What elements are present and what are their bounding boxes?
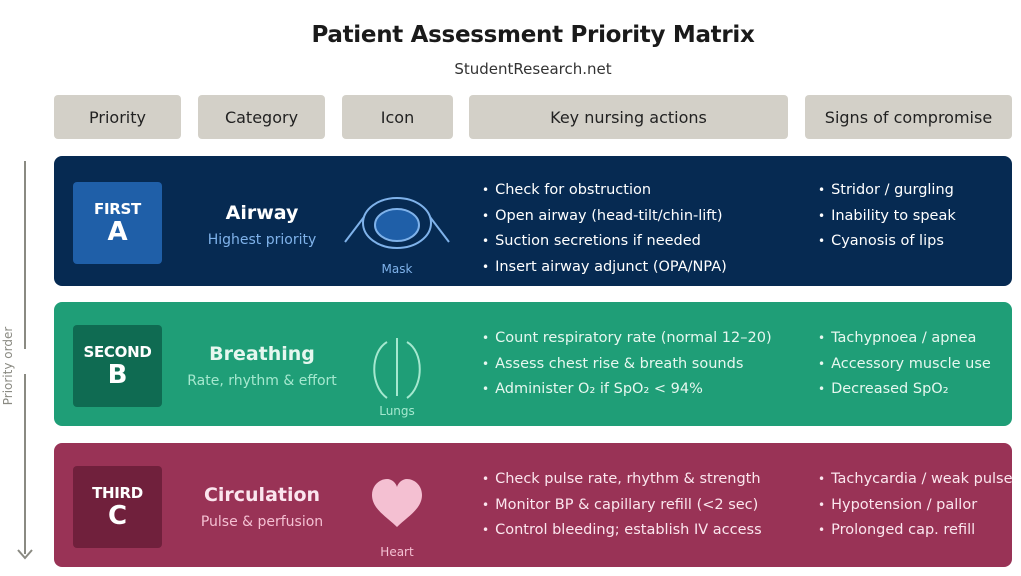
- arrow-down-icon: [17, 549, 33, 560]
- signs-list: Tachypnoea / apnea Accessory muscle use …: [818, 326, 991, 403]
- mask-icon: [344, 197, 450, 249]
- category-name: Airway: [225, 202, 299, 224]
- column-header-priority: Priority: [54, 95, 181, 139]
- priority-badge: THIRD C: [73, 466, 162, 548]
- action-item: Check for obstruction: [482, 178, 727, 204]
- icon-cell: Mask: [342, 192, 452, 282]
- category-description: Highest priority: [207, 232, 317, 248]
- sign-item: Stridor / gurgling: [818, 178, 956, 204]
- actions-list: Count respiratory rate (normal 12–20) As…: [482, 326, 772, 403]
- action-item: Administer O₂ if SpO₂ < 94%: [482, 377, 772, 403]
- priority-letter: C: [107, 500, 128, 531]
- priority-badge: SECOND B: [73, 325, 162, 407]
- icon-cell: Heart: [342, 479, 452, 565]
- category-cell: Circulation Pulse & perfusion: [182, 484, 342, 530]
- category-description: Pulse & perfusion: [200, 514, 324, 530]
- actions-list: Check for obstruction Open airway (head-…: [482, 178, 727, 280]
- category-name: Breathing: [209, 343, 315, 365]
- priority-letter: B: [107, 359, 128, 390]
- sign-item: Tachycardia / weak pulse: [818, 467, 1012, 493]
- page-subtitle: StudentResearch.net: [454, 60, 612, 78]
- category-description: Rate, rhythm & effort: [187, 373, 337, 389]
- sign-item: Cyanosis of lips: [818, 229, 956, 255]
- action-item: Suction secretions if needed: [482, 229, 727, 255]
- column-header-category: Category: [198, 95, 325, 139]
- action-item: Insert airway adjunct (OPA/NPA): [482, 255, 727, 281]
- lungs-icon: [373, 338, 421, 399]
- signs-list: Tachycardia / weak pulse Hypotension / p…: [818, 467, 1013, 544]
- sign-item: Accessory muscle use: [818, 352, 991, 378]
- sign-item: Tachypnoea / apnea: [818, 326, 991, 352]
- column-header-signs: Signs of compromise: [805, 95, 1012, 139]
- category-cell: Airway Highest priority: [182, 202, 342, 248]
- priority-axis-line-top: [24, 161, 26, 349]
- action-item: Control bleeding; establish IV access: [482, 518, 762, 544]
- page-title: Patient Assessment Priority Matrix: [311, 22, 755, 48]
- priority-rank: SECOND: [83, 342, 152, 361]
- category-cell: Breathing Rate, rhythm & effort: [182, 343, 342, 389]
- action-item: Count respiratory rate (normal 12–20): [482, 326, 772, 352]
- priority-rank: THIRD: [92, 483, 143, 502]
- action-item: Assess chest rise & breath sounds: [482, 352, 772, 378]
- sign-item: Inability to speak: [818, 204, 956, 230]
- column-header-icon: Icon: [342, 95, 453, 139]
- priority-axis-line-bottom: [24, 374, 26, 554]
- sign-item: Hypotension / pallor: [818, 493, 1013, 519]
- priority-row-airway: FIRST A Airway Highest priority Mask Che…: [54, 156, 1012, 286]
- icon-label: Mask: [381, 262, 413, 276]
- sign-item: Decreased SpO₂: [818, 377, 991, 403]
- icon-cell: Lungs: [342, 338, 452, 424]
- actions-list: Check pulse rate, rhythm & strength Moni…: [482, 467, 762, 544]
- priority-rank: FIRST: [94, 199, 141, 218]
- signs-list: Stridor / gurgling Inability to speak Cy…: [818, 178, 956, 255]
- sign-item: Prolonged cap. refill: [818, 518, 1013, 544]
- action-item: Open airway (head-tilt/chin-lift): [482, 204, 727, 230]
- priority-letter: A: [107, 216, 128, 247]
- priority-axis-label: Priority order: [1, 326, 15, 406]
- category-name: Circulation: [203, 484, 321, 506]
- icon-label: Lungs: [379, 404, 415, 418]
- priority-row-breathing: SECOND B Breathing Rate, rhythm & effort…: [54, 302, 1012, 426]
- heart-icon: [372, 479, 422, 527]
- action-item: Check pulse rate, rhythm & strength: [482, 467, 762, 493]
- priority-badge: FIRST A: [73, 182, 162, 264]
- action-item: Monitor BP & capillary refill (<2 sec): [482, 493, 762, 519]
- column-header-actions: Key nursing actions: [469, 95, 788, 139]
- priority-row-circulation: THIRD C Circulation Pulse & perfusion He…: [54, 443, 1013, 567]
- icon-label: Heart: [380, 545, 414, 559]
